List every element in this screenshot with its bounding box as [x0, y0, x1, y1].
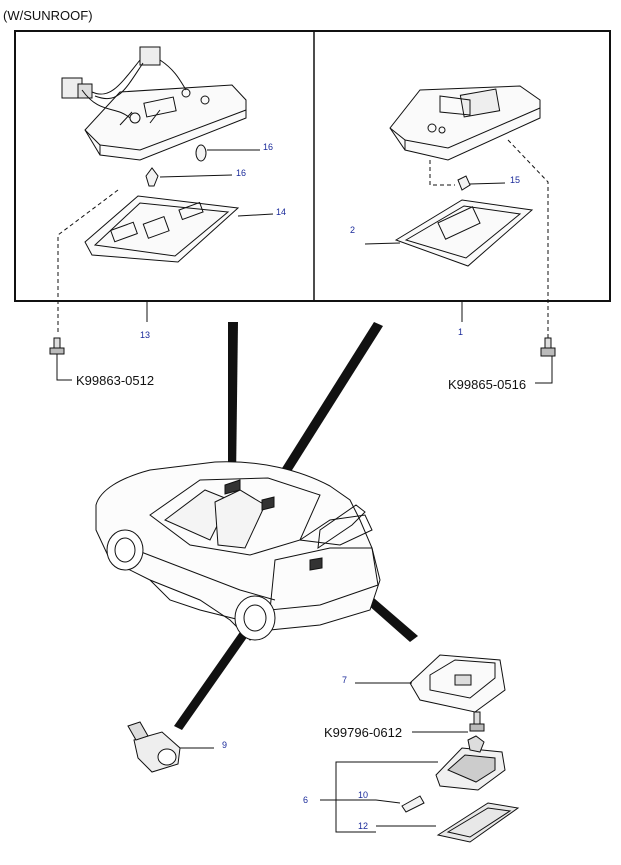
trunk-lamp-cover-7: [355, 654, 506, 713]
left-bulb-16b: [145, 167, 233, 187]
right-dashed-leader-a: [429, 160, 455, 186]
callout-15: 15: [510, 175, 521, 185]
callout-14: 14: [276, 207, 287, 217]
part-number-trunk-bolt: K99796-0612: [324, 725, 403, 740]
right-dashed-leader-b: [507, 139, 549, 338]
trunk-lens-12: [376, 802, 520, 843]
left-lamp-housing: [84, 84, 247, 161]
section-title: (W/SUNROOF): [3, 8, 93, 23]
left-bolt: [49, 337, 65, 355]
callout-16a: 16: [263, 142, 274, 152]
part-number-left-bolt: K99863-0512: [76, 373, 155, 388]
pointer-bar-right-roof: [262, 322, 383, 505]
left-bulb-16a: [195, 144, 260, 162]
right-lamp-housing: [389, 85, 541, 161]
assembly-box: [14, 30, 611, 302]
callout-9: 9: [222, 740, 228, 750]
trunk-bulb-10: [375, 795, 425, 813]
part-number-right-bolt: K99865-0516: [448, 377, 527, 392]
right-bulb-15: [457, 175, 506, 191]
right-bolt: [540, 337, 556, 357]
switch-9: [127, 721, 214, 773]
trunk-lamp-housing-6: [435, 735, 506, 791]
left-dashed-leader: [57, 189, 119, 335]
group-6-bracket: [320, 761, 438, 833]
right-lens-2: [364, 199, 534, 267]
callout-13: 13: [140, 330, 151, 340]
callout-10: 10: [358, 790, 369, 800]
trunk-bolt: [412, 711, 485, 733]
right-bolt-leader: [535, 356, 553, 384]
car-illustration: [95, 461, 381, 641]
left-lens-14: [84, 195, 274, 263]
callout-7: 7: [342, 675, 348, 685]
callout-2: 2: [350, 225, 356, 235]
callout-12: 12: [358, 821, 369, 831]
callout-16b: 16: [236, 168, 247, 178]
left-connector-harness: [61, 46, 187, 119]
left-bolt-leader: [56, 354, 72, 381]
pointer-bar-left-roof: [228, 322, 238, 480]
callout-6: 6: [303, 795, 309, 805]
callout-1: 1: [458, 327, 464, 337]
